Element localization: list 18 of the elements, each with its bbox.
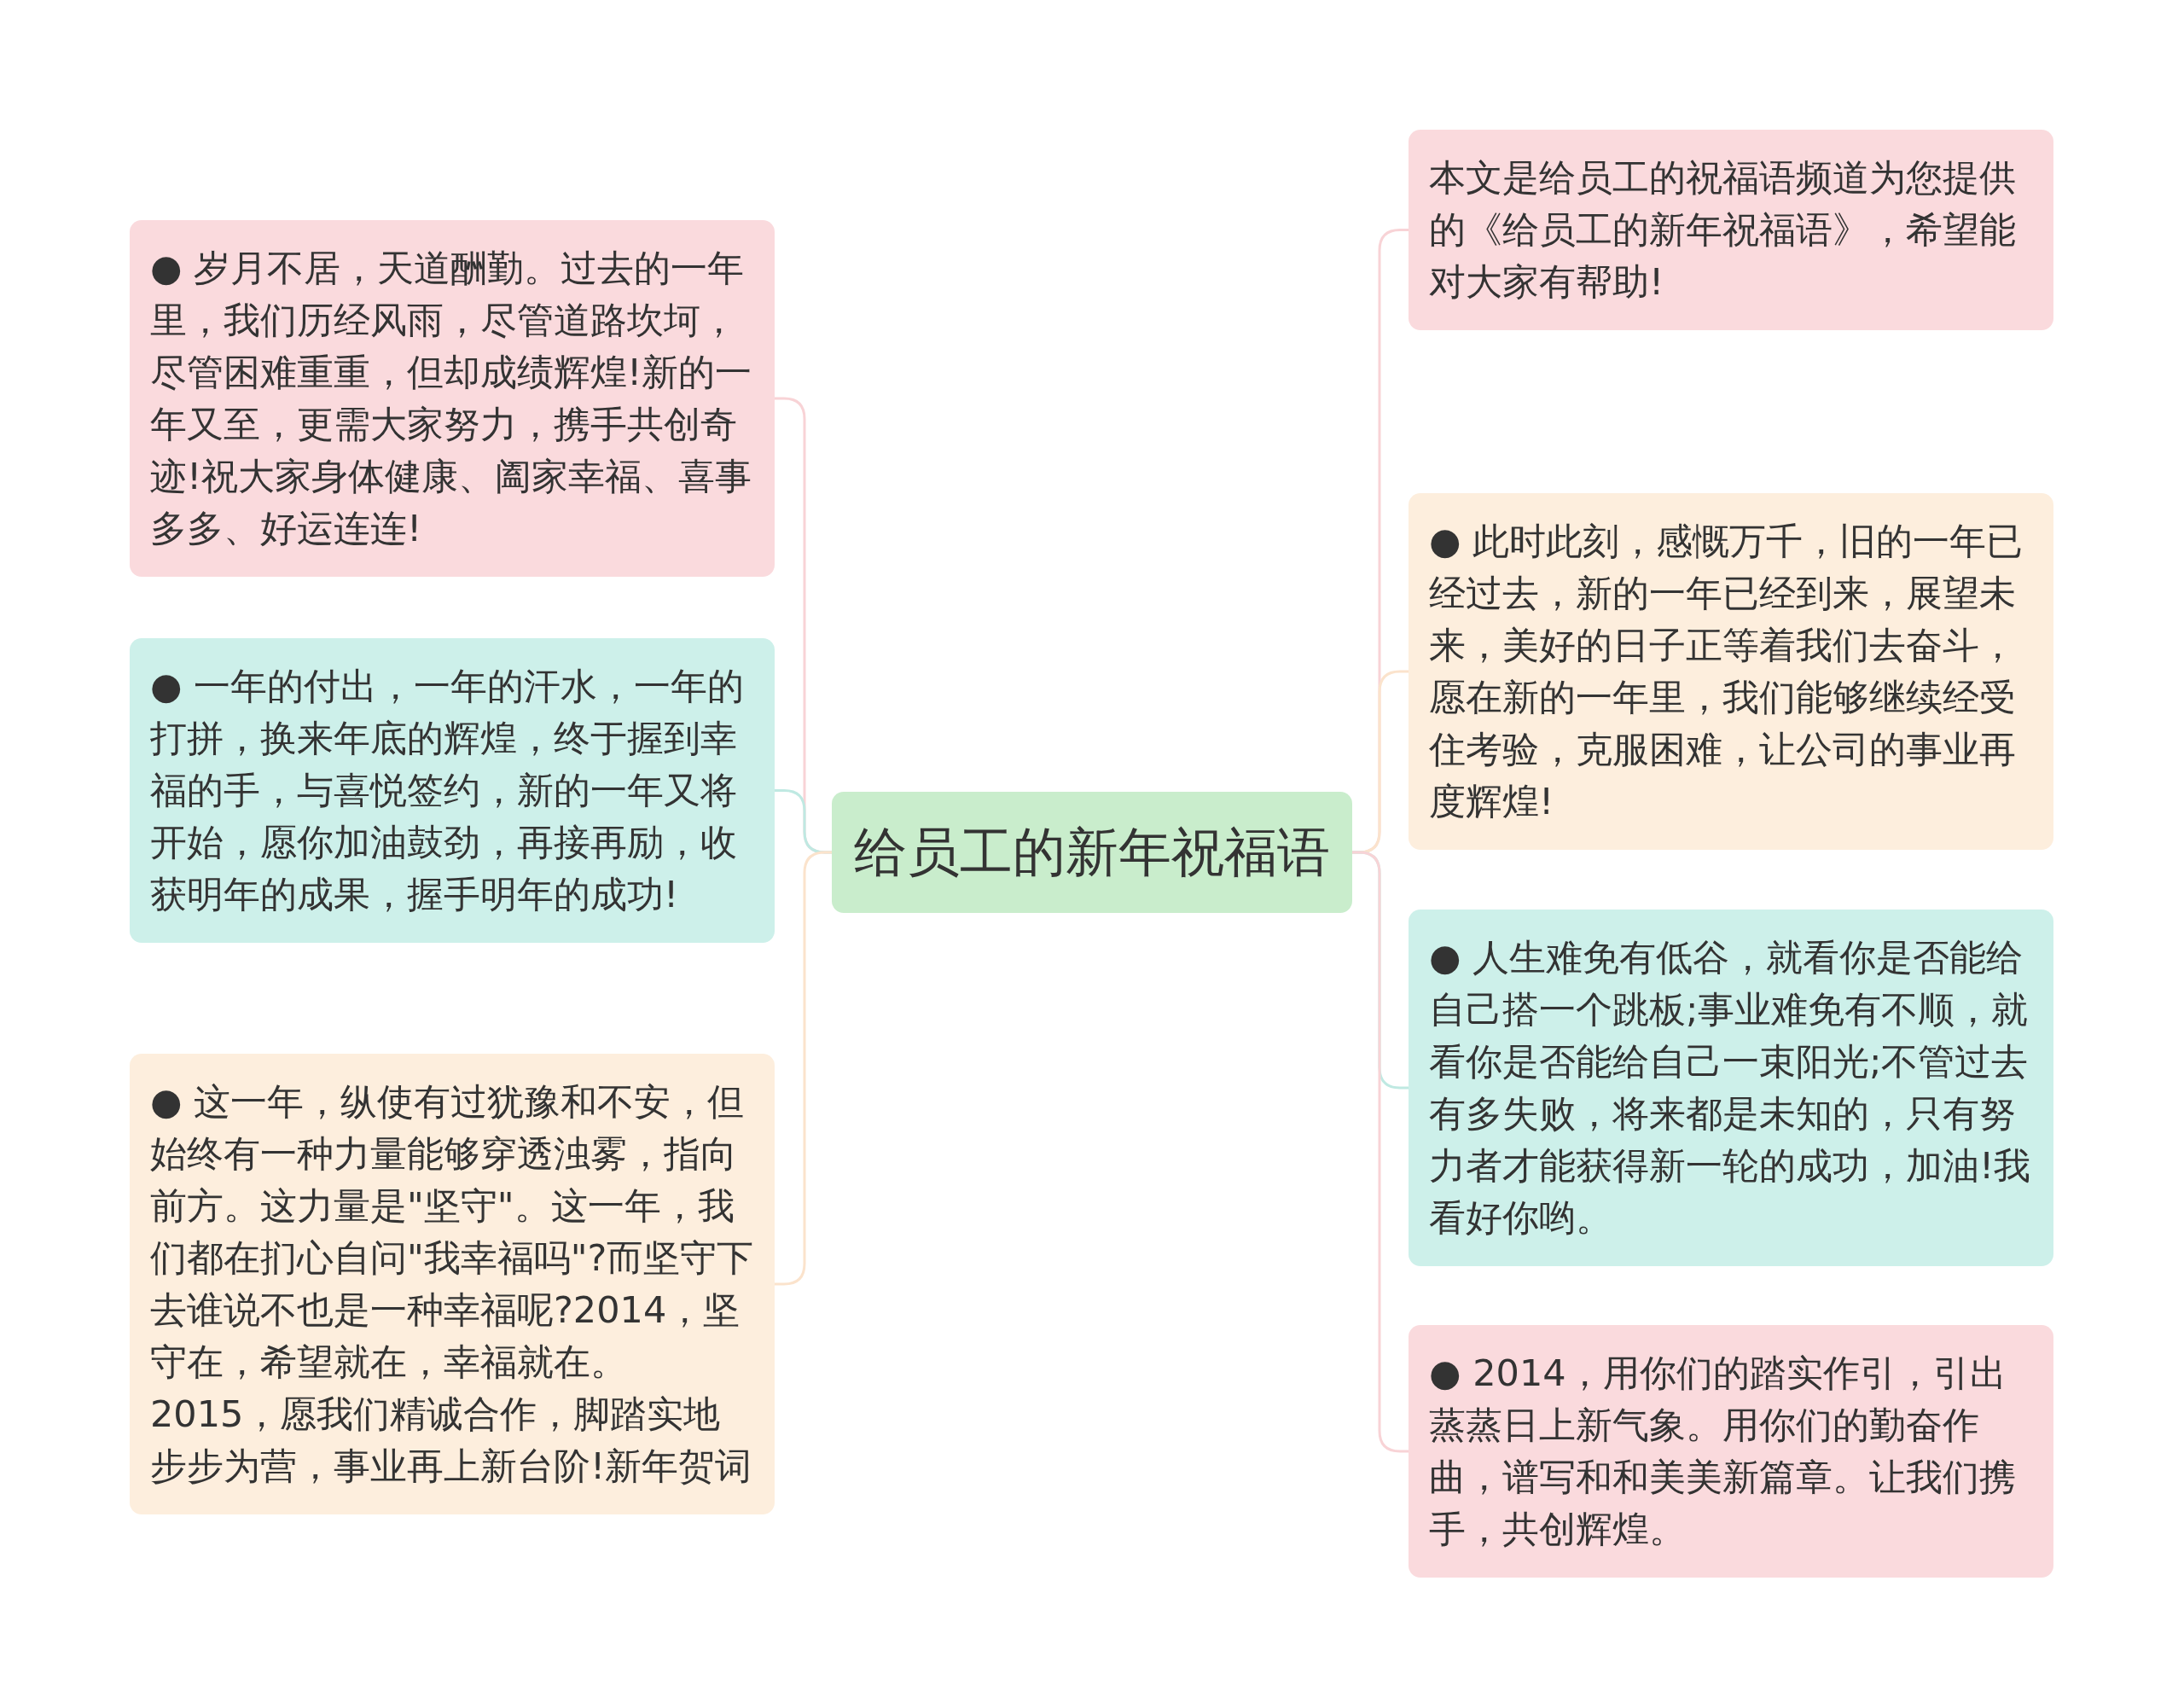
- note-text: ● 人生难免有低谷，就看你是否能给自己搭一个跳板;事业难免有不顺，就看你是否能给自己一束阳光;不管过去有多失败，将来都是未知的，只有努力者才能获得新一轮的成功，加油!我看好你哟。: [1429, 935, 2032, 1241]
- note-text: ● 此时此刻，感慨万千，旧的一年已经过去，新的一年已经到来，展望未来，美好的日子正等着我们去奋斗，愿在新的一年里，我们能够继续经受住考验，克服困难，让公司的事业再度辉煌!: [1429, 519, 2024, 824]
- note-text: 本文是给员工的祝福语频道为您提供的《给员工的新年祝福语》，希望能对大家有帮助!: [1429, 155, 2017, 305]
- connector-line: [1352, 851, 1409, 1453]
- note-card: [1409, 493, 2053, 850]
- note-card: [1409, 910, 2053, 1266]
- note-card: [130, 220, 775, 577]
- connector-line: [775, 851, 832, 1286]
- note-text: ● 这一年，纵使有过犹豫和不安，但始终有一种力量能够穿透浊雾，指向前方。这力量是"坚守"。这一年，我们都在扪心自问"我幸福吗"?而坚守下去谁说不也是一种幸福呢?2014，坚守在，希望就在，幸福就在。2015，愿我们精诚合作，脚踏实地步步为营，事业再上新台阶!新年贺词: [150, 1079, 754, 1489]
- note-text: ● 一年的付出，一年的汗水，一年的打拼，换来年底的辉煌，终于握到幸福的手，与喜悦签约，新的一年又将开始，愿你加油鼓劲，再接再励，收获明年的成果，握手明年的成功!: [150, 664, 746, 917]
- note-text: ● 2014，用你们的踏实作引，引出蒸蒸日上新气象。用你们的勤奋作曲，谱写和和美美新篇章。让我们携手，共创辉煌。: [1429, 1351, 2017, 1552]
- note-card: [130, 638, 775, 943]
- note-text: ● 岁月不居，天道酬勤。过去的一年里，我们历经风雨，尽管道路坎坷，尽管困难重重，但却成绩辉煌!新的一年又至，更需大家努力，携手共创奇迹!祝大家身体健康、阖家幸福、喜事多多、好运连连!: [150, 246, 753, 551]
- note-card: [130, 1054, 775, 1514]
- note-card: [1409, 130, 2053, 330]
- topic-box: [832, 792, 1352, 913]
- note-card: [1409, 1325, 2053, 1578]
- topic-text: 给员工的新年祝福语: [854, 820, 1330, 885]
